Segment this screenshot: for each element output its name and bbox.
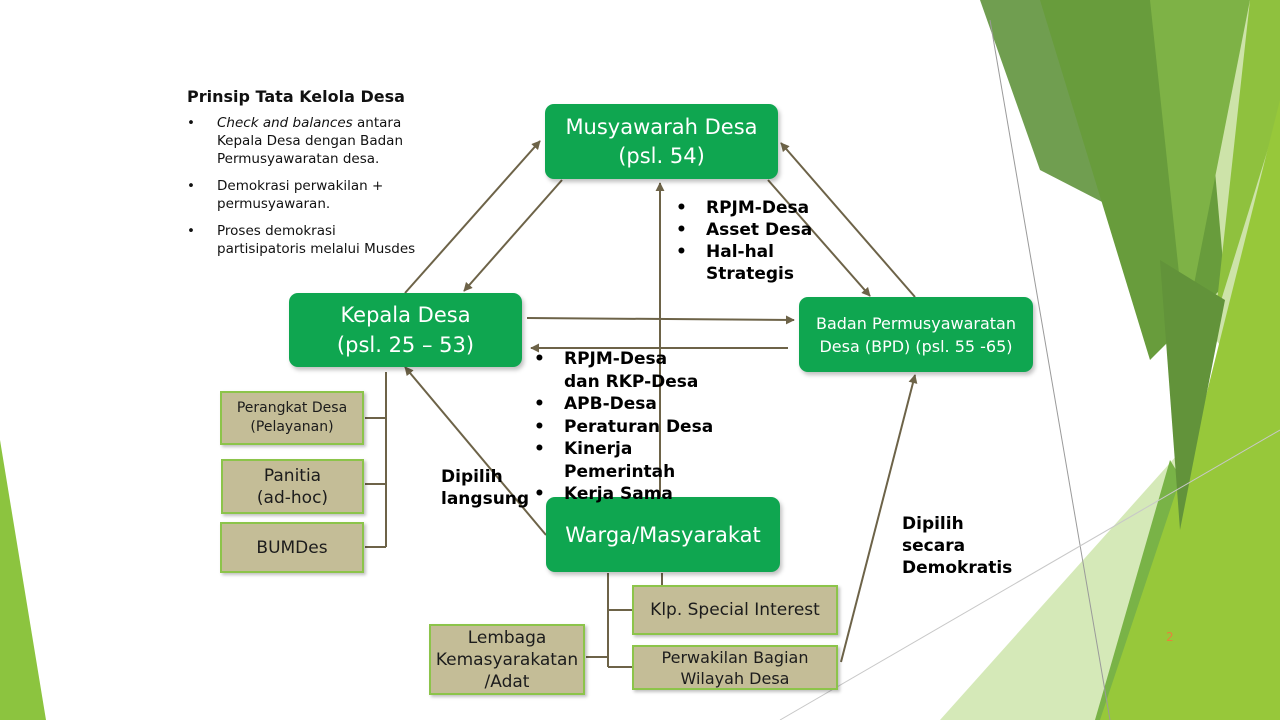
arrow-kades-to-musdes — [404, 140, 541, 294]
node-line: Desa (BPD) (psl. 55 -65) — [819, 336, 1013, 356]
musdes-agenda-list: RPJM-Desa Asset Desa Hal-hal Strategis — [676, 197, 836, 285]
dipilih-langsung-label: Dipilih langsung — [441, 466, 529, 510]
bg-left-green-triangle — [0, 440, 46, 720]
node-line: Warga/Masyarakat — [565, 522, 761, 547]
principle-item: Proses demokrasi partisipatoris melalui … — [187, 222, 427, 258]
bg-right-bright — [1100, 100, 1280, 720]
principle-emphasis: Check and balances — [217, 115, 353, 131]
node-line: (psl. 54) — [618, 143, 705, 168]
kepala-desa-node: Kepala Desa (psl. 25 – 53) — [289, 293, 522, 367]
bg-band-2 — [1215, 0, 1280, 320]
box-line: Perwakilan Bagian — [661, 647, 809, 667]
klp-special-interest-box: Klp. Special Interest — [632, 585, 838, 635]
box-line: Kemasyarakatan — [435, 649, 579, 670]
warga-masyarakat-node: Warga/Masyarakat — [546, 497, 780, 572]
agenda-item: Hal-hal Strategis — [676, 241, 794, 285]
label-line: langsung — [441, 489, 530, 509]
perwakilan-wilayah-box: Perwakilan Bagian Wilayah Desa — [632, 645, 838, 690]
box-line: /Adat — [484, 671, 530, 692]
agenda-item: Kinerja Pemerintah — [534, 438, 749, 483]
agenda-item: RPJM-Desa dan RKP-Desa — [534, 348, 704, 393]
principles-list: Check and balances antara Kepala Desa de… — [187, 114, 427, 258]
panitia-box: Panitia (ad-hoc) — [221, 459, 364, 514]
agenda-item: Asset Desa — [676, 219, 836, 241]
node-line: Badan Permusyawaratan — [815, 313, 1016, 333]
bg-thin-line-1 — [989, 19, 1111, 720]
box-line: Wilayah Desa — [680, 668, 790, 688]
agenda-item: APB-Desa — [534, 393, 749, 416]
principles-title: Prinsip Tata Kelola Desa — [187, 87, 405, 106]
box-line: BUMDes — [256, 537, 328, 558]
label-line: secara — [902, 536, 966, 556]
node-line: Musyawarah Desa — [565, 114, 758, 139]
perangkat-desa-box: Perangkat Desa (Pelayanan) — [220, 391, 364, 445]
box-line: Panitia — [263, 465, 322, 486]
label-line: Demokratis — [902, 558, 1013, 578]
principle-item: Check and balances antara Kepala Desa de… — [187, 114, 427, 168]
agenda-item: Kerja Sama — [534, 483, 749, 506]
agenda-item: RPJM-Desa — [676, 197, 836, 219]
dipilih-demokratis-label: Dipilih secara Demokratis — [902, 513, 1012, 579]
musyawarah-desa-node: Musyawarah Desa (psl. 54) — [545, 104, 778, 179]
bg-band-1 — [1150, 0, 1250, 330]
label-line: Dipilih — [902, 514, 964, 534]
arrow-warga-to-kades — [404, 366, 547, 536]
principles-block: Prinsip Tata Kelola Desa Check and balan… — [187, 88, 427, 267]
arrow-musdes-to-kades — [463, 179, 563, 292]
box-line: Perangkat Desa — [236, 400, 348, 416]
arrow-bpd-to-musdes — [780, 142, 916, 298]
bg-dark-sliver — [1160, 260, 1225, 530]
box-line: (Pelayanan) — [250, 419, 334, 435]
label-line: Dipilih — [441, 467, 503, 487]
lembaga-kemasyarakatan-box: Lembaga Kemasyarakatan /Adat — [429, 624, 585, 695]
bpd-node: Badan Permusyawaratan Desa (BPD) (psl. 5… — [799, 297, 1033, 372]
bumdes-box: BUMDes — [220, 522, 364, 573]
box-line: (ad-hoc) — [256, 487, 329, 508]
principle-item: Demokrasi perwakilan + permusyawaran. — [187, 177, 427, 213]
box-line: Klp. Special Interest — [650, 600, 820, 620]
kades-bpd-agenda-list: RPJM-Desa dan RKP-Desa APB-Desa Peratura… — [534, 348, 749, 506]
node-line: (psl. 25 – 53) — [336, 333, 475, 357]
principle-text: antara Kepala Desa dengan Badan Permusya… — [217, 115, 403, 167]
agenda-item: Peraturan Desa — [534, 416, 749, 439]
arrow-perwakilan-to-bpd — [840, 374, 918, 663]
node-line: Kepala Desa — [340, 303, 471, 327]
box-line: Lembaga — [467, 627, 547, 648]
page-number: 2 — [1166, 630, 1174, 644]
bg-thin-line-2 — [779, 429, 1280, 720]
